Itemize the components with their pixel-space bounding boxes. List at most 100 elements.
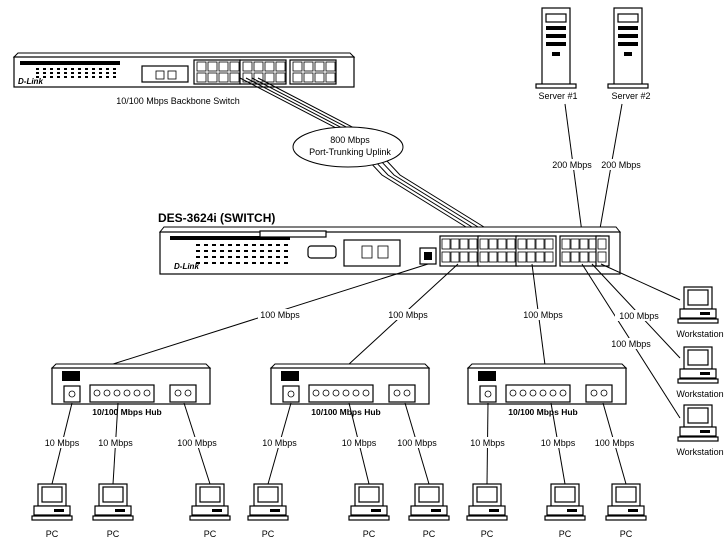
switch-port bbox=[506, 251, 516, 263]
pc-4-icon bbox=[247, 483, 289, 521]
switch-port bbox=[468, 238, 478, 250]
server-2-icon bbox=[607, 7, 649, 89]
switch-port bbox=[479, 238, 489, 250]
backbone-port bbox=[292, 72, 303, 83]
workstation-2-speed: 100 Mbps bbox=[619, 311, 659, 321]
backbone-port bbox=[275, 72, 286, 83]
pc-5-icon bbox=[348, 483, 390, 521]
backbone-port bbox=[207, 61, 218, 72]
switch-port bbox=[488, 238, 498, 250]
backbone-port bbox=[264, 61, 275, 72]
pc-6-label: PC bbox=[423, 529, 436, 539]
backbone-port bbox=[325, 72, 336, 83]
switch-port bbox=[450, 251, 460, 263]
pc-9-speed: 100 Mbps bbox=[595, 438, 635, 448]
switch-port bbox=[517, 238, 527, 250]
backbone-port bbox=[253, 72, 264, 83]
switch-port bbox=[497, 238, 507, 250]
backbone-port bbox=[314, 61, 325, 72]
uplink-speed: 800 Mbps bbox=[330, 135, 370, 145]
pc-3-label: PC bbox=[204, 529, 217, 539]
hub-port bbox=[539, 389, 547, 397]
pc-9-icon bbox=[605, 483, 647, 521]
hub-port bbox=[143, 389, 151, 397]
backbone-led-panel bbox=[20, 61, 120, 78]
hub-2-label: 10/100 Mbps Hub bbox=[311, 407, 380, 417]
backbone-port-bank bbox=[193, 59, 241, 85]
switch-ports bbox=[439, 235, 610, 267]
uplink-caption: Port-Trunking Uplink bbox=[309, 147, 391, 157]
hub-led bbox=[281, 371, 299, 381]
switch-port bbox=[597, 238, 607, 250]
hub-port bbox=[509, 389, 517, 397]
pc-8-label: PC bbox=[559, 529, 572, 539]
hub-port bbox=[312, 389, 320, 397]
workstation-1-icon bbox=[677, 286, 719, 324]
workstation-2-label: Workstation bbox=[676, 389, 723, 399]
switch-port-bank bbox=[515, 235, 557, 267]
switch-port-bank bbox=[439, 235, 481, 267]
switch-port-bank bbox=[477, 235, 519, 267]
hub-port bbox=[529, 389, 537, 397]
switch-brand: D-Link bbox=[174, 262, 199, 271]
server-1-speed: 200 Mbps bbox=[552, 160, 592, 170]
hub-3-uplink-speed: 100 Mbps bbox=[523, 310, 563, 320]
switch-port bbox=[468, 251, 478, 263]
pc-5-speed: 10 Mbps bbox=[342, 438, 377, 448]
hub-1 bbox=[50, 363, 212, 405]
switch-port bbox=[579, 238, 589, 250]
server-2-label: Server #2 bbox=[611, 91, 650, 101]
pc-2-label: PC bbox=[107, 529, 120, 539]
pc-7-speed: 10 Mbps bbox=[470, 438, 505, 448]
pc-4-label: PC bbox=[262, 529, 275, 539]
switch-port bbox=[459, 238, 469, 250]
workstation-3-label: Workstation bbox=[676, 447, 723, 457]
switch-port bbox=[544, 251, 554, 263]
pc-1-speed: 10 Mbps bbox=[45, 438, 80, 448]
hub-port bbox=[322, 389, 330, 397]
server-1-label: Server #1 bbox=[538, 91, 577, 101]
switch-port bbox=[526, 251, 536, 263]
backbone-brand: D-Link bbox=[18, 77, 43, 86]
backbone-port bbox=[275, 61, 286, 72]
backbone-port bbox=[303, 61, 314, 72]
hub-port bbox=[519, 389, 527, 397]
hub-port bbox=[342, 389, 350, 397]
hub-2-uplink-speed: 100 Mbps bbox=[388, 310, 428, 320]
workstation-3-icon bbox=[677, 404, 719, 442]
switch-port bbox=[535, 251, 545, 263]
backbone-port-bank bbox=[239, 59, 287, 85]
backbone-port bbox=[218, 61, 229, 72]
pc-8-icon bbox=[544, 483, 586, 521]
pc-9-label: PC bbox=[620, 529, 633, 539]
hub-port bbox=[332, 389, 340, 397]
pc-3-speed: 100 Mbps bbox=[177, 438, 217, 448]
hub-1-label: 10/100 Mbps Hub bbox=[92, 407, 161, 417]
backbone-port bbox=[253, 61, 264, 72]
backbone-port bbox=[325, 61, 336, 72]
pc-8-speed: 10 Mbps bbox=[541, 438, 576, 448]
pc-4-speed: 10 Mbps bbox=[262, 438, 297, 448]
backbone-port-bank bbox=[289, 59, 337, 85]
backbone-label: 10/100 Mbps Backbone Switch bbox=[116, 96, 240, 106]
backbone-port bbox=[196, 72, 207, 83]
workstation-1-label: Workstation bbox=[676, 329, 723, 339]
hub-port bbox=[93, 389, 101, 397]
switch-port bbox=[597, 251, 607, 263]
pc-1-icon bbox=[31, 483, 73, 521]
server-1-icon bbox=[535, 7, 577, 89]
switch-port bbox=[441, 251, 451, 263]
hub-port bbox=[103, 389, 111, 397]
pc-6-icon bbox=[408, 483, 450, 521]
hub-port bbox=[559, 389, 567, 397]
switch-port bbox=[497, 251, 507, 263]
backbone-port bbox=[229, 61, 240, 72]
workstation-2-icon bbox=[677, 346, 719, 384]
workstation-3-speed: 100 Mbps bbox=[611, 339, 651, 349]
pc-5-label: PC bbox=[363, 529, 376, 539]
hub-3 bbox=[466, 363, 628, 405]
hub-port bbox=[352, 389, 360, 397]
hub-port bbox=[133, 389, 141, 397]
pc-3-icon bbox=[189, 483, 231, 521]
